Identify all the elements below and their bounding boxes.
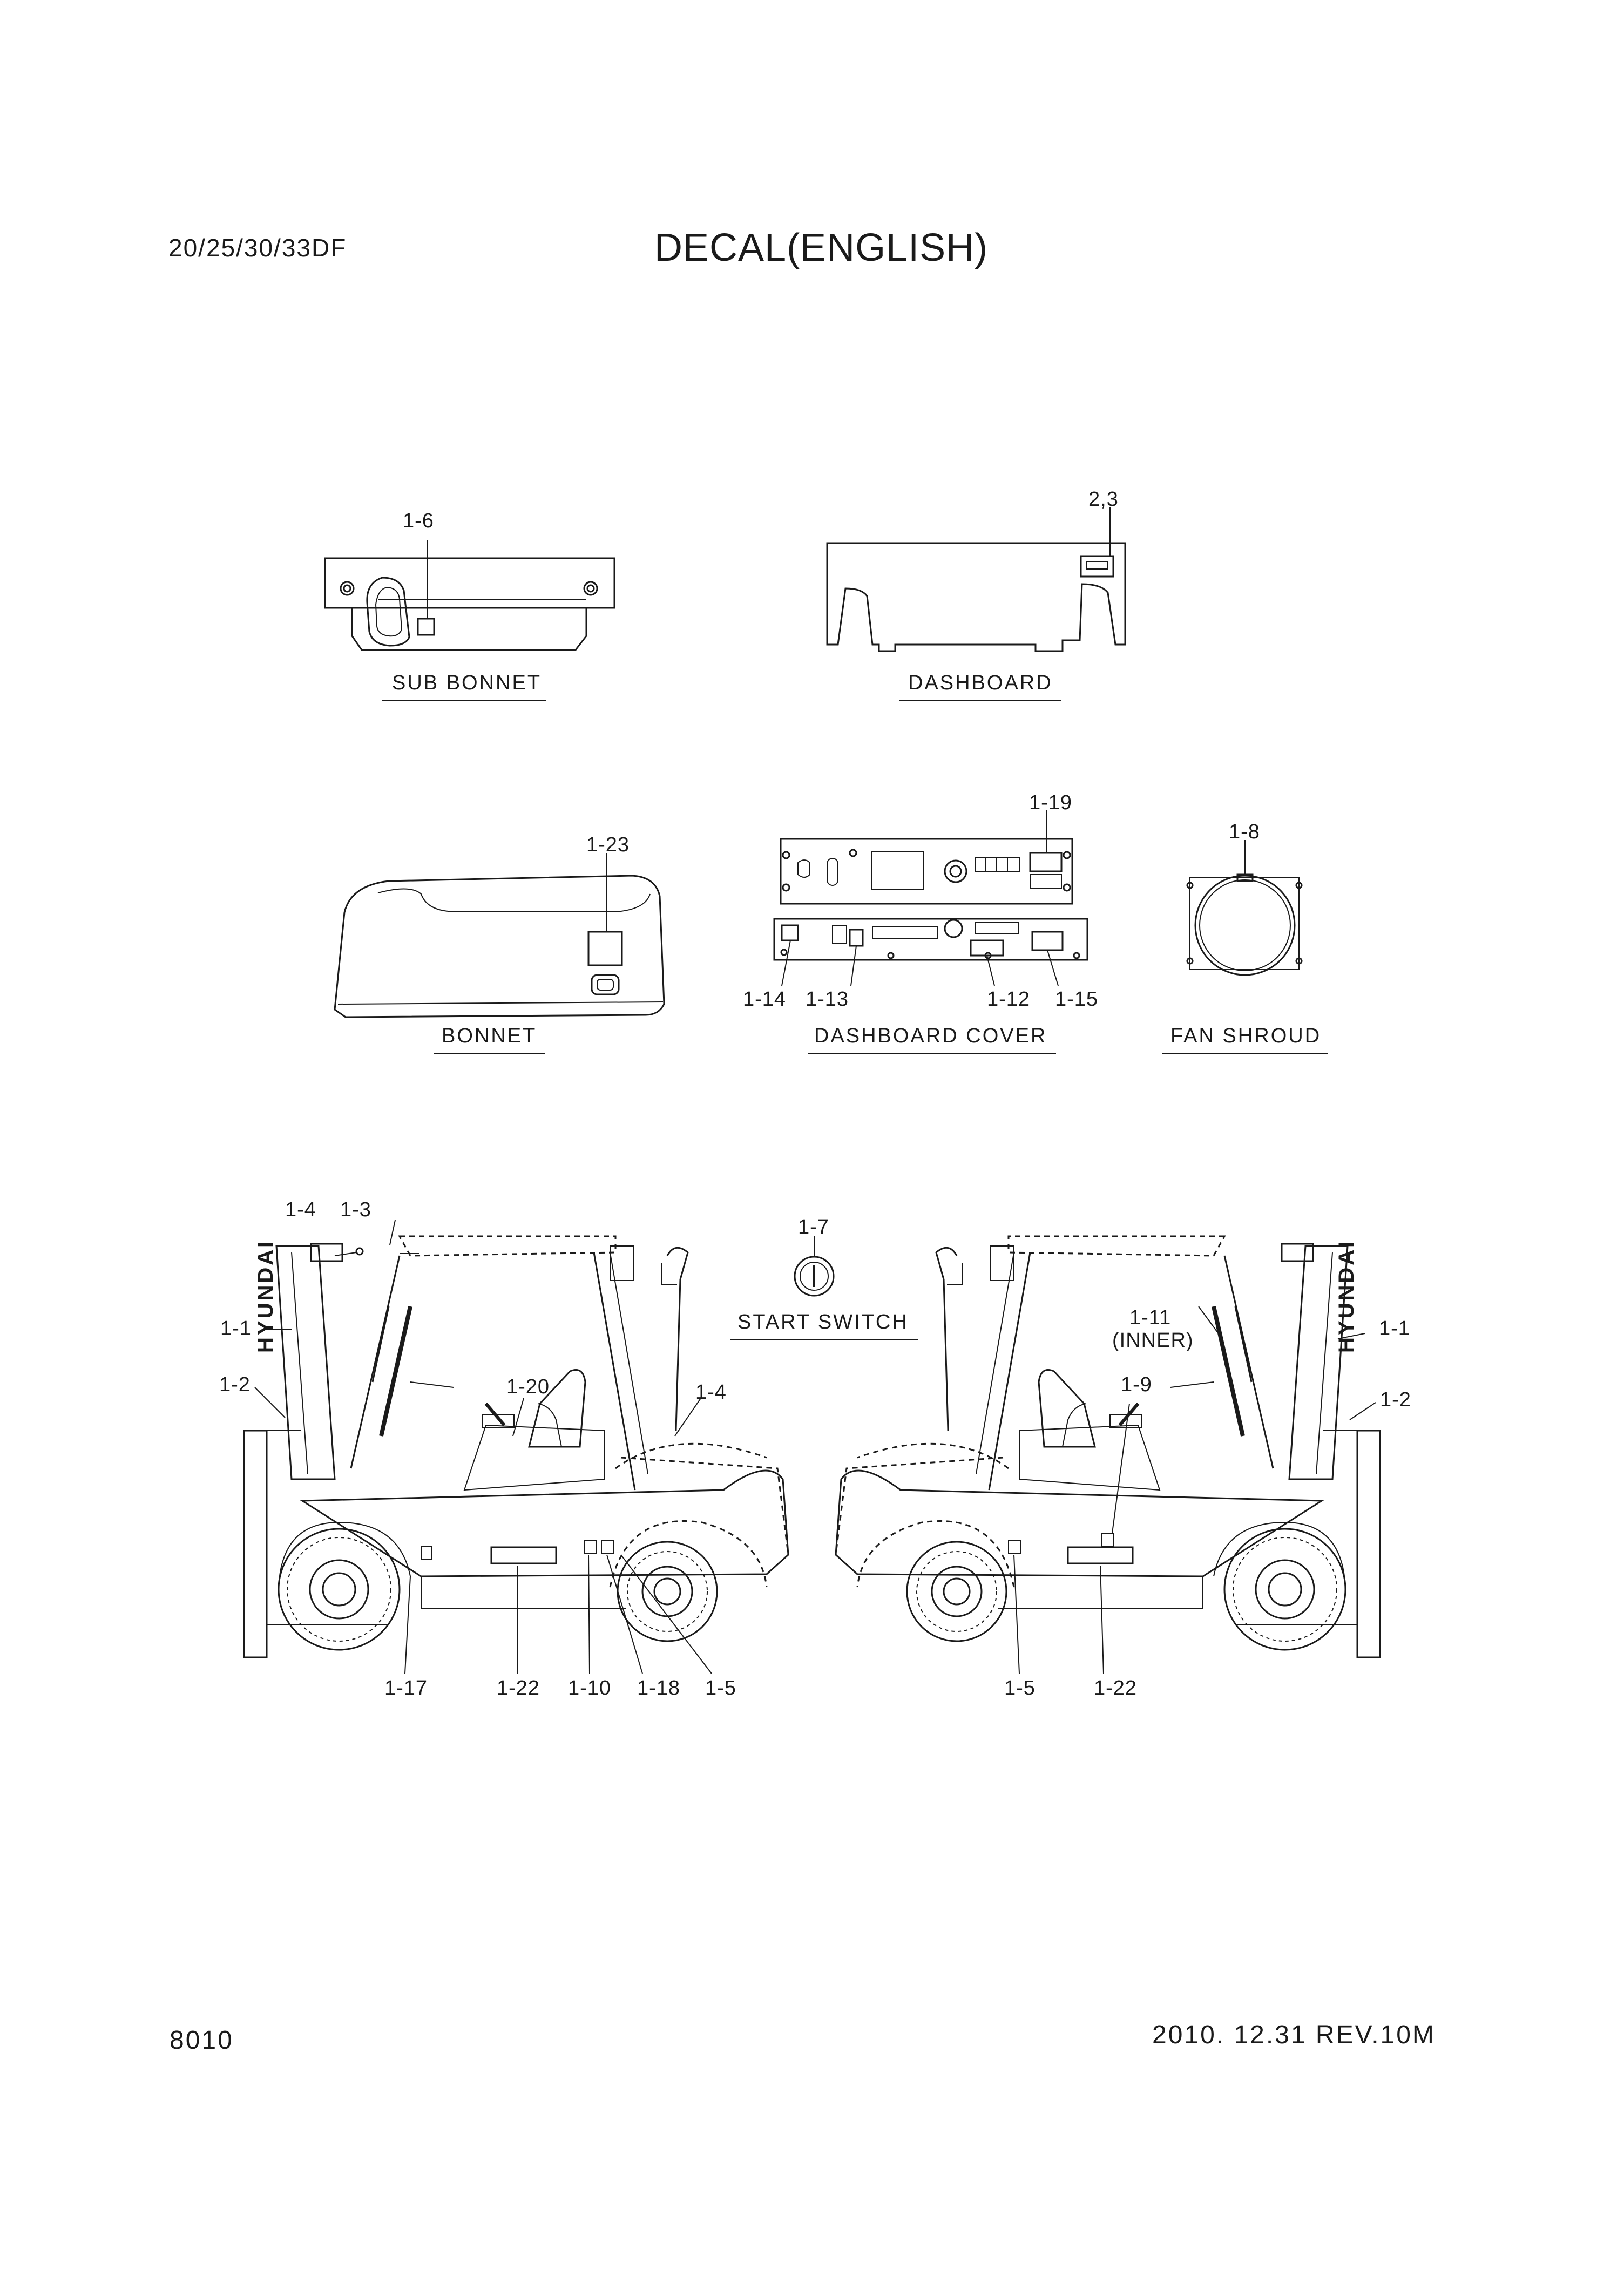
label-start-switch-decal: 1-7 (798, 1216, 829, 1238)
dashcover-decal-box-1 (782, 925, 798, 940)
start-switch-drawing (795, 1236, 834, 1296)
label-right-seat: 1-9 (1121, 1373, 1152, 1396)
label-left-bottom-5: 1-5 (705, 1677, 736, 1699)
caption-fan-shroud: FAN SHROUD (1170, 1025, 1322, 1047)
label-bonnet-decal: 1-23 (586, 834, 630, 856)
label-right-bottom-2: 1-22 (1094, 1677, 1138, 1699)
caption-dashboard: DASHBOARD (908, 672, 1053, 694)
caption-bonnet: BONNET (442, 1025, 537, 1047)
left-side-decal-box (491, 1547, 556, 1563)
dashcover-decal-box-2 (850, 930, 863, 946)
sub-bonnet-decal-box (418, 619, 434, 635)
bonnet-drawing (335, 853, 664, 1017)
fan-shroud-drawing (1187, 840, 1302, 975)
label-dashcover-4: 1-15 (1055, 988, 1099, 1011)
label-left-bottom-3: 1-10 (568, 1677, 612, 1699)
dashboard-decal-box (1081, 556, 1113, 577)
label-left-mast-top-a: 1-4 (285, 1198, 316, 1221)
dashboard-drawing (827, 507, 1125, 651)
right-side-decal-box (1068, 1547, 1133, 1563)
label-sub-bonnet-decal: 1-6 (403, 510, 434, 532)
revision-date: 2010. 12.31 REV.10M (1152, 2021, 1436, 2049)
label-right-mast-side-a: 1-1 (1379, 1317, 1410, 1340)
model-number: 20/25/30/33DF (168, 234, 347, 262)
bonnet-decal-box (588, 932, 622, 965)
caption-sub-bonnet: SUB BONNET (392, 672, 542, 694)
page-number: 8010 (170, 2026, 234, 2055)
left-mast-brand-decal: HYUNDAI (254, 1239, 278, 1353)
label-left-mast-top-b: 1-3 (340, 1198, 371, 1221)
caption-underlines (382, 701, 1328, 1340)
label-left-bottom-1: 1-17 (384, 1677, 428, 1699)
label-right-cab-inner: 1-11 (1129, 1306, 1172, 1329)
dashboard-cover-drawing (774, 810, 1087, 986)
label-left-bottom-2: 1-22 (497, 1677, 540, 1699)
label-left-mast-side-b: 1-2 (219, 1373, 251, 1396)
label-dashcover-top: 1-19 (1029, 791, 1073, 814)
label-dashcover-2: 1-13 (806, 988, 849, 1011)
label-dashcover-3: 1-12 (987, 988, 1031, 1011)
label-right-bottom-1: 1-5 (1004, 1677, 1036, 1699)
page-title: DECAL(ENGLISH) (654, 226, 989, 269)
dashcover-decal-box-top (1030, 853, 1061, 871)
dashcover-decal-box-4 (1032, 932, 1063, 950)
sub-bonnet-drawing (325, 540, 614, 650)
label-fan-shroud-decal: 1-8 (1229, 821, 1260, 843)
label-left-seat: 1-20 (506, 1376, 550, 1398)
label-left-body-side: 1-4 (695, 1381, 727, 1404)
right-mast-brand-decal: HYUNDAI (1335, 1239, 1358, 1353)
label-right-cab-inner-note: (INNER) (1112, 1329, 1194, 1352)
label-right-mast-side-b: 1-2 (1380, 1388, 1411, 1411)
caption-dashboard-cover: DASHBOARD COVER (814, 1025, 1047, 1047)
caption-start-switch: START SWITCH (737, 1311, 909, 1333)
right-forklift-drawing (836, 1236, 1380, 1674)
label-left-mast-side-a: 1-1 (220, 1317, 252, 1340)
label-dashboard-decal: 2,3 (1088, 488, 1119, 511)
label-dashcover-1: 1-14 (743, 988, 787, 1011)
left-forklift-drawing (244, 1220, 788, 1674)
label-left-bottom-4: 1-18 (637, 1677, 681, 1699)
